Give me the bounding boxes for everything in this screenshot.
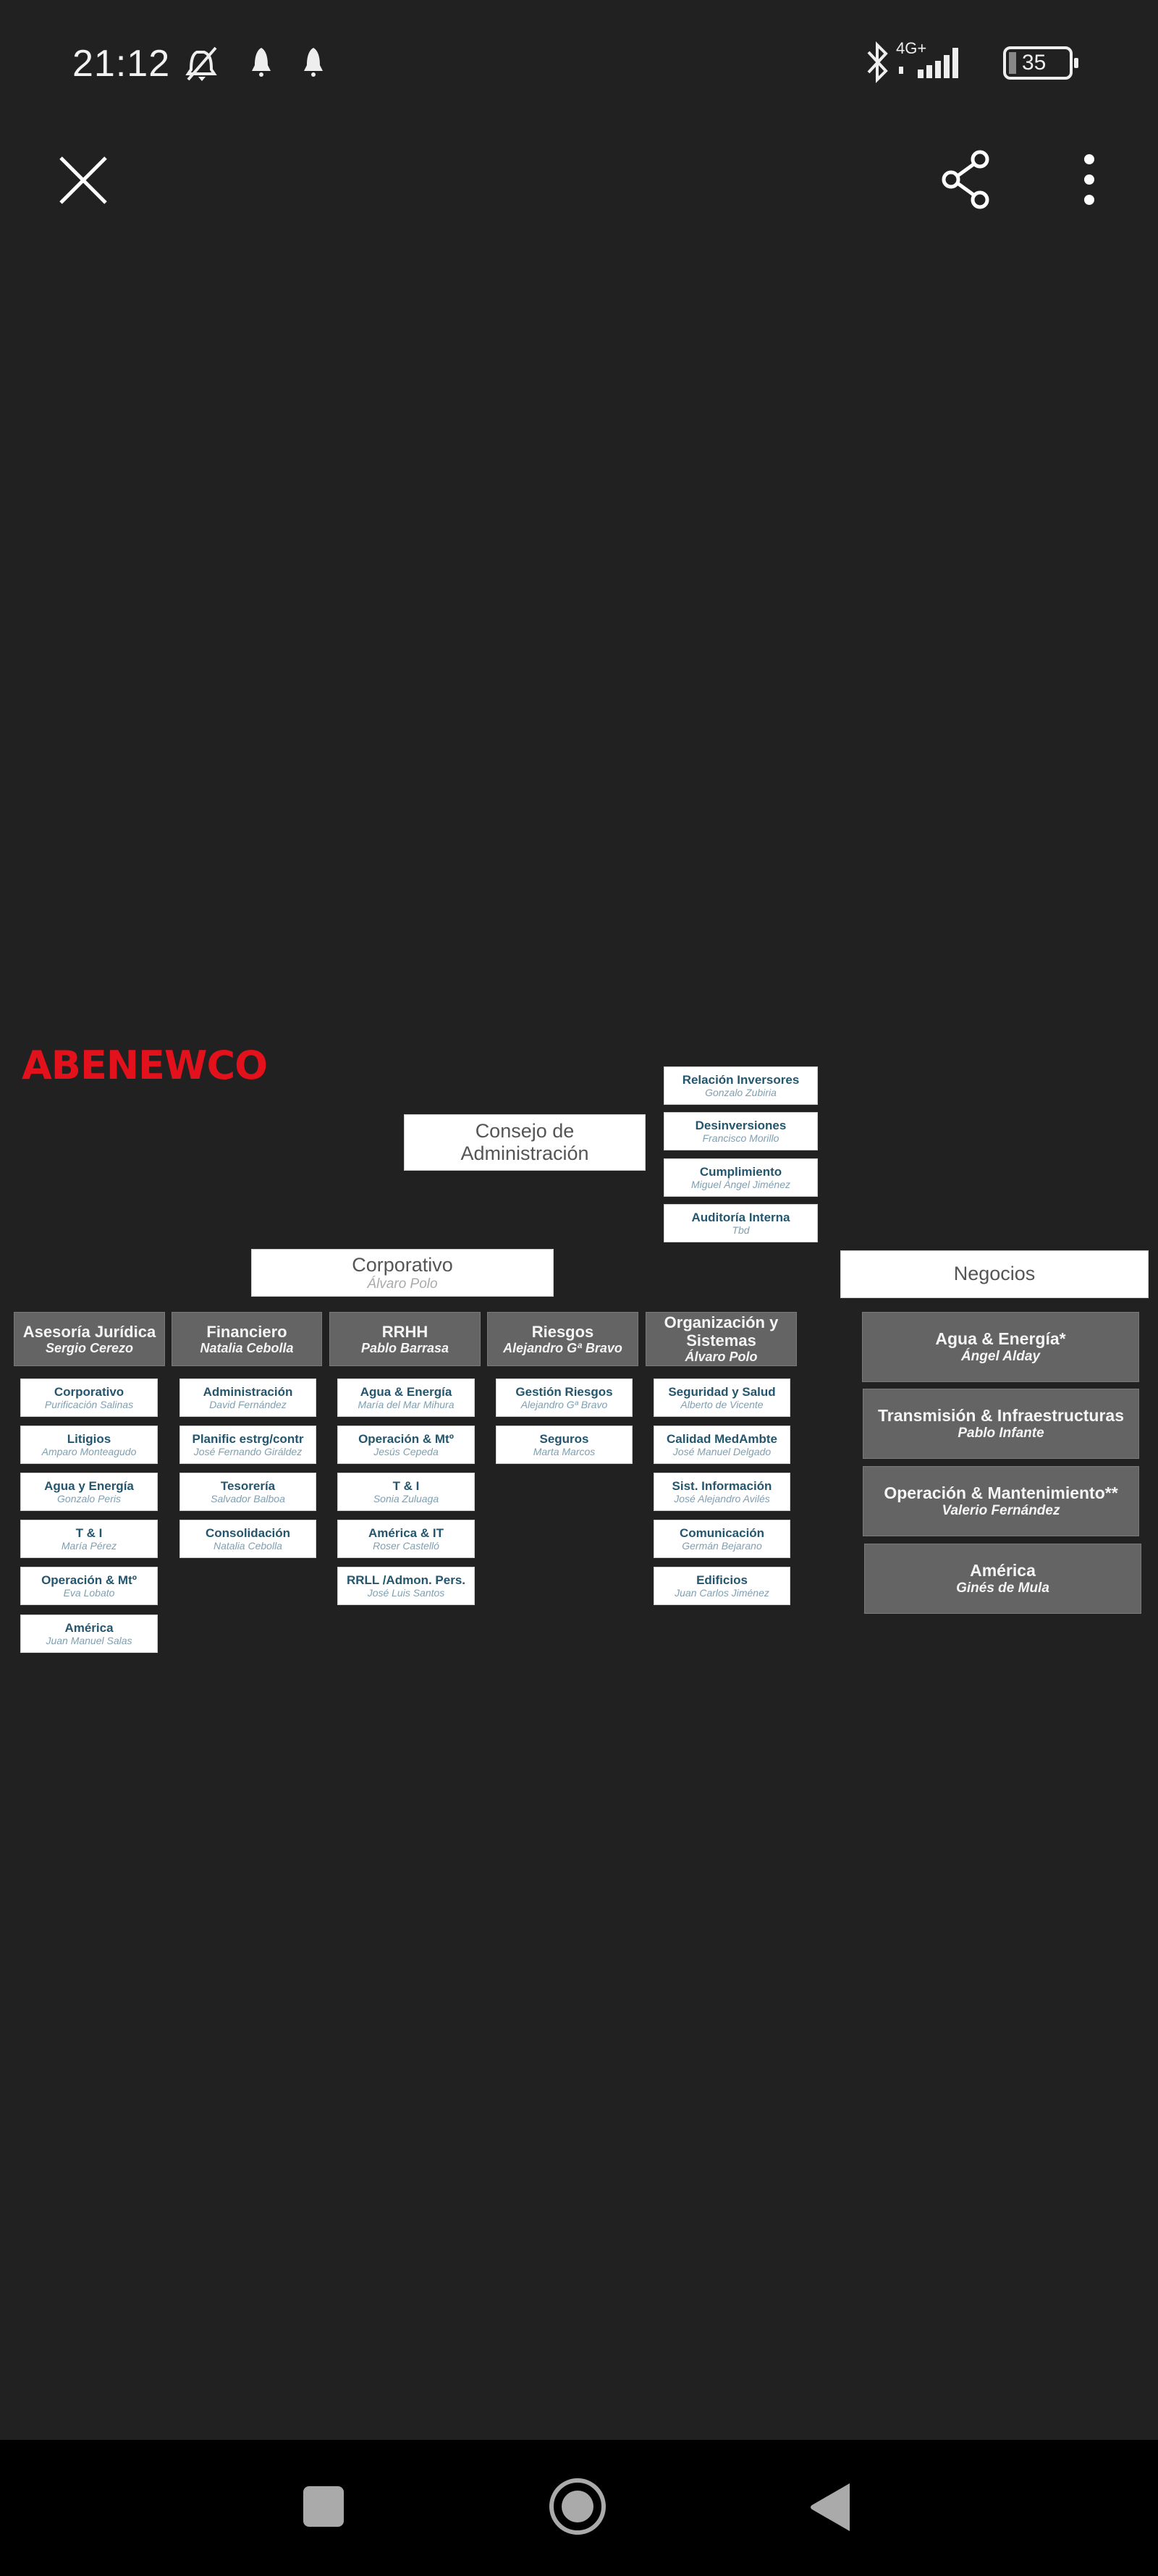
unit-box: Administración David Fernández bbox=[179, 1379, 316, 1417]
network-type: 4G+ bbox=[896, 39, 927, 57]
business-unit-box: Transmisión & Infraestructuras Pablo Inf… bbox=[863, 1389, 1139, 1459]
bell-icon bbox=[252, 48, 271, 77]
unit-box: Consolidación Natalia Cebolla bbox=[179, 1520, 316, 1558]
negocios-box: Negocios bbox=[840, 1250, 1149, 1298]
unit-box: Operación & Mtº Jesús Cepeda bbox=[337, 1426, 475, 1464]
close-icon[interactable] bbox=[58, 155, 109, 206]
department-header: Riesgos Alejandro Gª Bravo bbox=[487, 1312, 638, 1366]
share-icon[interactable] bbox=[938, 149, 996, 210]
corporativo-box: Corporativo Álvaro Polo bbox=[251, 1249, 554, 1297]
signal-icon bbox=[899, 48, 958, 78]
unit-box: Sist. Información José Alejandro Avilés bbox=[654, 1473, 790, 1511]
department-header: RRHH Pablo Barrasa bbox=[329, 1312, 481, 1366]
board-title-line1: Consejo de bbox=[475, 1119, 575, 1142]
department-header: Organización y Sistemas Álvaro Polo bbox=[646, 1312, 797, 1366]
unit-box: Agua & Energía María del Mar Mihura bbox=[337, 1379, 475, 1417]
org-chart-image: ABENEWCO Consejo de Administración Relac… bbox=[14, 1043, 1149, 1653]
business-unit-box: Operación & Mantenimiento** Valerio Fern… bbox=[863, 1466, 1139, 1536]
unit-box: RRLL /Admon. Pers. José Luis Santos bbox=[337, 1567, 475, 1605]
unit-box: Seguridad y Salud Alberto de Vicente bbox=[654, 1379, 790, 1417]
unit-box: Operación & Mtº Eva Lobato bbox=[20, 1567, 158, 1605]
board-unit-box: Relación Inversores Gonzalo Zubiria bbox=[664, 1066, 818, 1105]
unit-box: Litigios Amparo Monteagudo bbox=[20, 1426, 158, 1464]
board-title-line2: Administración bbox=[460, 1142, 589, 1164]
unit-box: Planific estrg/contr José Fernando Girál… bbox=[179, 1426, 316, 1464]
board-unit-box: Desinversiones Francisco Morillo bbox=[664, 1112, 818, 1150]
vibrate-off-icon bbox=[185, 46, 217, 81]
home-icon[interactable] bbox=[547, 2476, 608, 2537]
unit-box: Corporativo Purificación Salinas bbox=[20, 1379, 158, 1417]
battery-icon: 35 bbox=[1003, 46, 1078, 80]
unit-box: Gestión Riesgos Alejandro Gª Bravo bbox=[496, 1379, 633, 1417]
clock: 21:12 bbox=[72, 43, 171, 85]
business-unit-box: América Ginés de Mula bbox=[864, 1544, 1141, 1614]
unit-box: T & I Sonia Zuluaga bbox=[337, 1473, 475, 1511]
unit-box: Calidad MedAmbte José Manuel Delgado bbox=[654, 1426, 790, 1464]
board-box: Consejo de Administración bbox=[404, 1114, 646, 1171]
unit-box: América & IT Roser Castelló bbox=[337, 1520, 475, 1558]
back-icon[interactable] bbox=[809, 2482, 853, 2533]
board-unit-box: Cumplimiento Miguel Ángel Jiménez bbox=[664, 1158, 818, 1197]
unit-box: Comunicación Germán Bejarano bbox=[654, 1520, 790, 1558]
business-unit-box: Agua & Energía* Ángel Alday bbox=[862, 1312, 1139, 1382]
department-header: Financiero Natalia Cebolla bbox=[172, 1312, 322, 1366]
viewer-toolbar bbox=[0, 123, 1158, 239]
battery-level: 35 bbox=[1022, 51, 1047, 75]
company-logo: ABENEWCO bbox=[22, 1043, 268, 1088]
system-navigation-bar bbox=[0, 2440, 1158, 2576]
more-vert-icon[interactable] bbox=[1078, 152, 1100, 210]
department-header: Asesoría Jurídica Sergio Cerezo bbox=[14, 1312, 165, 1366]
bluetooth-icon bbox=[867, 41, 888, 83]
board-unit-box: Auditoría Interna Tbd bbox=[664, 1204, 818, 1242]
bell-icon bbox=[304, 48, 323, 77]
unit-box: América Juan Manuel Salas bbox=[20, 1615, 158, 1653]
unit-box: Edificios Juan Carlos Jiménez bbox=[654, 1567, 790, 1605]
unit-box: Seguros Marta Marcos bbox=[496, 1426, 633, 1464]
recents-icon[interactable] bbox=[303, 2486, 344, 2527]
status-bar: 21:12 4G+ 35 bbox=[0, 0, 1158, 123]
unit-box: Tesorería Salvador Balboa bbox=[179, 1473, 316, 1511]
unit-box: T & I María Pérez bbox=[20, 1520, 158, 1558]
unit-box: Agua y Energía Gonzalo Peris bbox=[20, 1473, 158, 1511]
